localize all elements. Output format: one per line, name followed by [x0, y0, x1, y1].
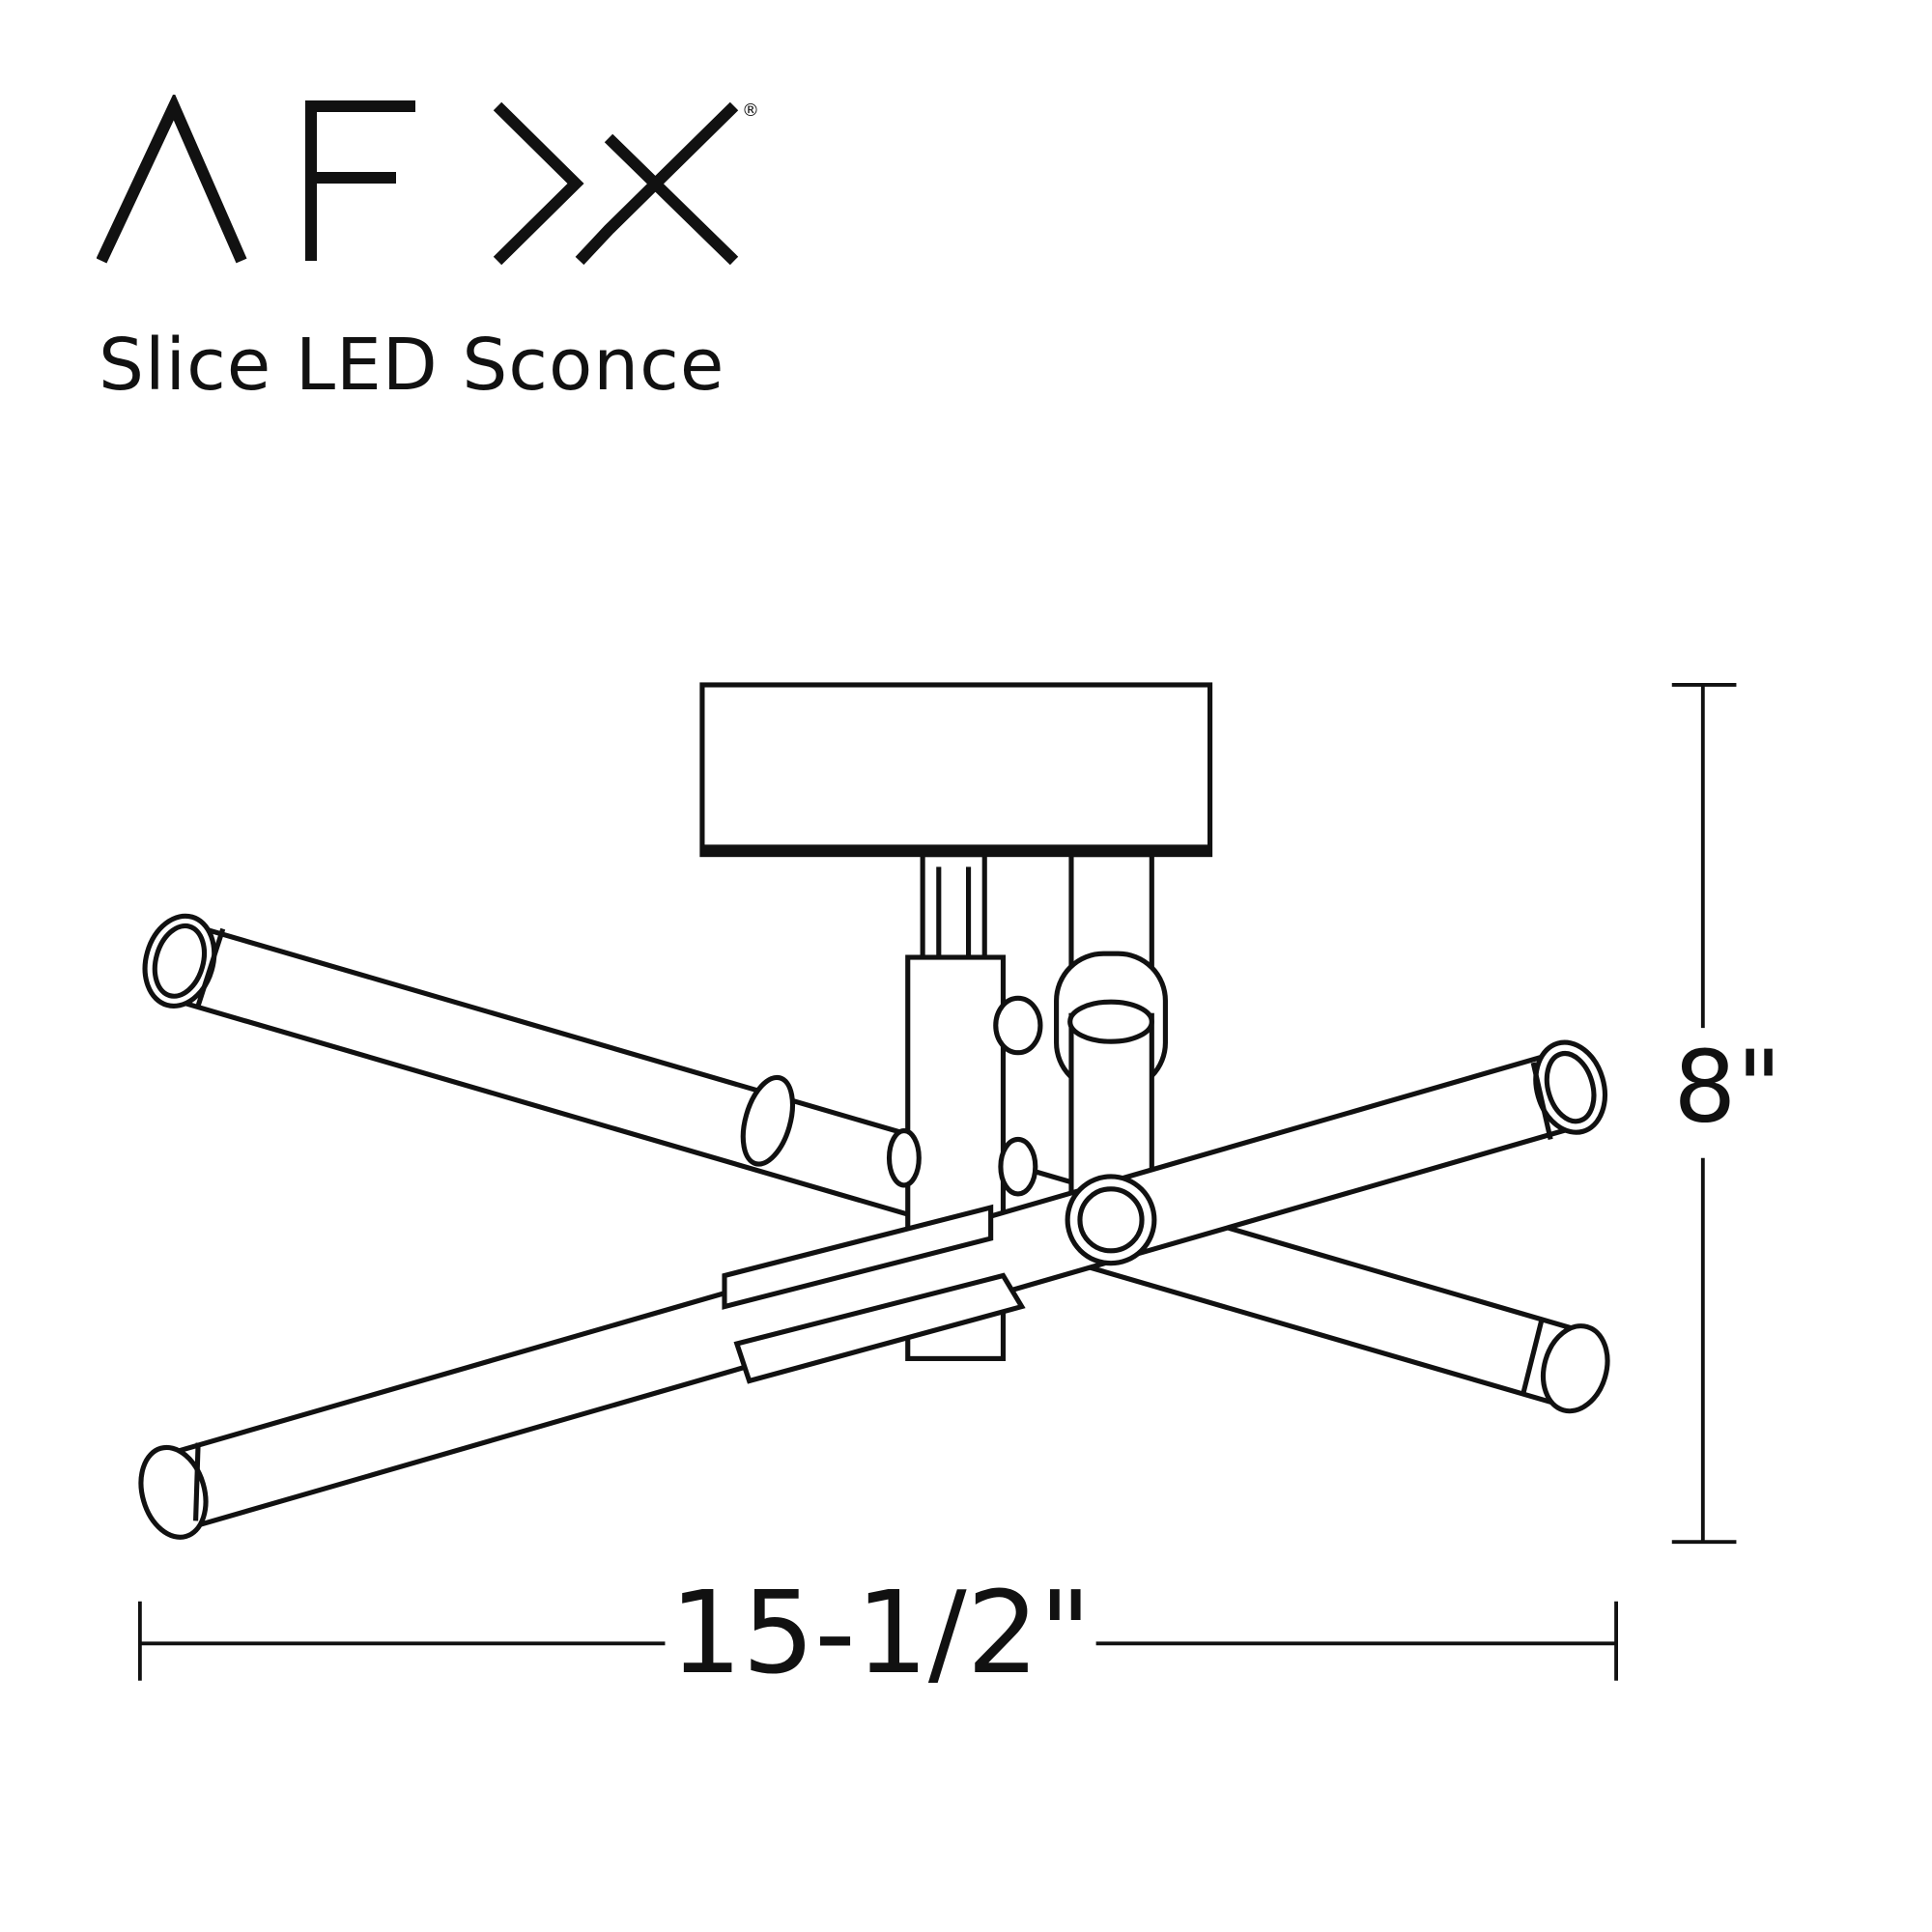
product-title: Slice LED Sconce — [99, 324, 725, 407]
light-bar-b — [138, 1039, 1607, 1540]
width-dimension-line — [137, 1601, 1619, 1681]
registered-mark: ® — [742, 100, 759, 121]
wall-canopy — [699, 682, 1213, 858]
height-label: 8" — [1673, 1030, 1781, 1145]
light-bar-a — [142, 913, 1610, 1414]
height-dimension-line — [1671, 683, 1737, 1545]
afx-logo: ® — [97, 95, 759, 266]
width-label: 15-1/2" — [669, 1567, 1092, 1699]
